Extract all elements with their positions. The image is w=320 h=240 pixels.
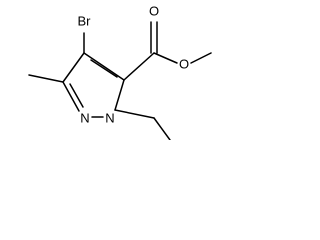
bond-c3-n2-inner	[69, 83, 84, 108]
bond-ethyl-methyl	[153, 117, 171, 140]
bond-ester-o-methyl	[190, 52, 212, 64]
bond-carbonyl-ester-o	[153, 52, 178, 64]
atom-label-carbonyl-oxygen: O	[149, 4, 159, 19]
molecule-structure: Br O O N N	[28, 4, 212, 140]
bond-c4-c5	[83, 52, 125, 81]
atom-label-ring-nitrogen-1: N	[105, 111, 114, 126]
bond-n1-ethyl	[114, 109, 155, 119]
bond-c4-c5-inner	[90, 59, 118, 78]
atom-label-ester-oxygen: O	[179, 57, 189, 72]
bond-n1-c5	[114, 79, 125, 111]
atom-label-ring-nitrogen-2: N	[80, 111, 89, 126]
bond-c3-c4	[62, 52, 85, 83]
bond-c3-n2	[62, 81, 80, 112]
bond-c5-carbonyl	[123, 52, 155, 81]
bond-c3-methyl	[28, 74, 64, 83]
atom-label-bromine: Br	[78, 14, 92, 29]
